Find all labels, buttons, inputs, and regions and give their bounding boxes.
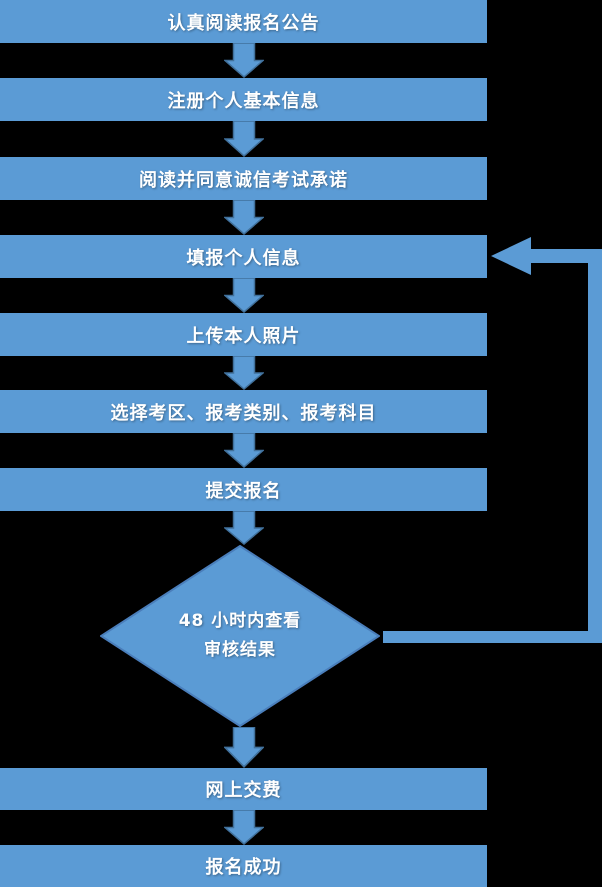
diamond-label: 48 小时内查看 审核结果	[100, 545, 380, 727]
down-arrow-icon	[224, 727, 264, 768]
down-arrow-icon	[224, 278, 264, 313]
node-label: 填报个人信息	[186, 247, 301, 269]
down-arrow-icon	[224, 356, 264, 390]
node-label: 认真阅读报名公告	[167, 12, 320, 34]
node-submit-registration: 提交报名	[0, 468, 487, 511]
down-arrow-icon	[224, 433, 264, 468]
diamond-label-line1: 48 小时内查看	[178, 611, 302, 631]
node-label: 选择考区、报考类别、报考科目	[110, 402, 377, 424]
diamond-shape-icon	[100, 545, 380, 727]
node-fill-personal-info: 填报个人信息	[0, 235, 487, 278]
node-registration-success: 报名成功	[0, 845, 487, 887]
node-label: 报名成功	[205, 857, 282, 878]
node-check-review-result: 48 小时内查看 审核结果	[100, 545, 380, 727]
node-register-basic-info: 注册个人基本信息	[0, 78, 487, 121]
left-arrowhead-icon	[491, 237, 531, 275]
node-label: 网上交费	[205, 780, 282, 801]
node-label: 注册个人基本信息	[167, 90, 320, 112]
loop-arrow-shaft	[529, 249, 602, 263]
diamond-label-line2: 审核结果	[204, 640, 276, 660]
node-label: 上传本人照片	[186, 325, 301, 347]
node-agree-honesty-pledge: 阅读并同意诚信考试承诺	[0, 157, 487, 200]
down-arrow-icon	[224, 121, 264, 157]
down-arrow-icon	[224, 511, 264, 545]
loop-connector-bottom	[383, 631, 602, 643]
node-select-exam-options: 选择考区、报考类别、报考科目	[0, 390, 487, 433]
loop-connector-vertical	[588, 249, 602, 643]
node-upload-photo: 上传本人照片	[0, 313, 487, 356]
node-label: 阅读并同意诚信考试承诺	[139, 169, 348, 191]
down-arrow-icon	[224, 200, 264, 235]
node-read-announcement: 认真阅读报名公告	[0, 0, 487, 43]
down-arrow-icon	[224, 810, 264, 845]
node-label: 提交报名	[205, 480, 282, 502]
node-pay-online: 网上交费	[0, 768, 487, 810]
down-arrow-icon	[224, 43, 264, 78]
